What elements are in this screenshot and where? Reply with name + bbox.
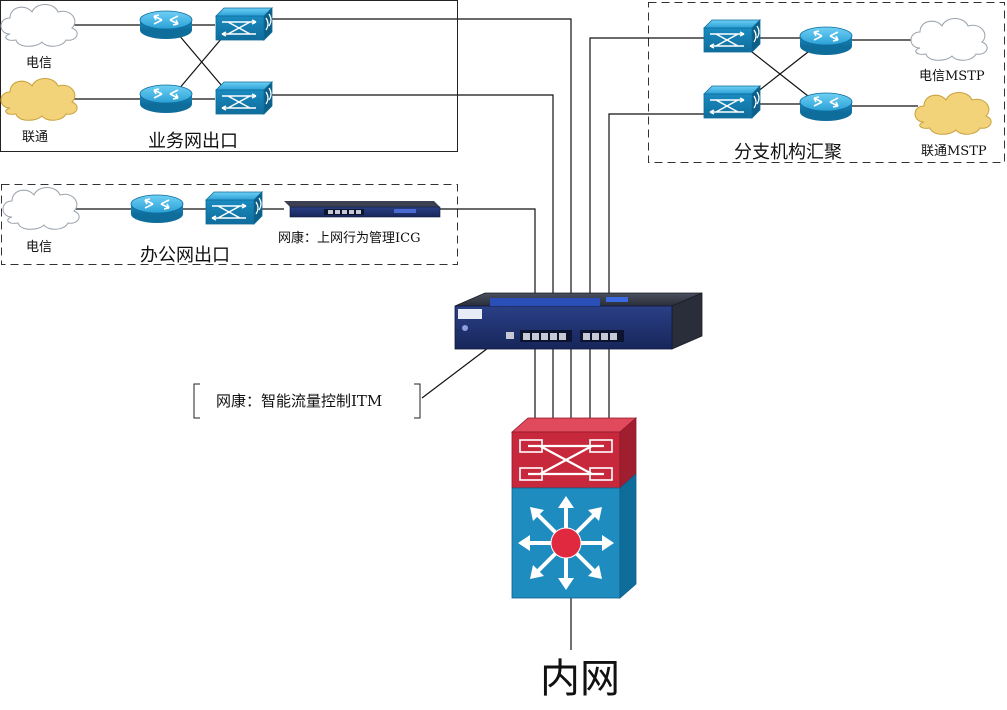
business-zone-border <box>0 0 458 152</box>
office-zone: 电信 网康：上网行为管理ICG 办公网出口 <box>1 184 458 266</box>
cloud-icon-branch-unicom <box>914 92 992 135</box>
switch-icon-business-bottom <box>215 81 273 115</box>
office-zone-border <box>1 184 458 265</box>
business-cloud-bottom-label: 联通 <box>22 130 48 145</box>
itm-appliance-icon <box>454 292 703 350</box>
router-icon-business-top <box>139 10 193 40</box>
router-icon-business-bottom <box>139 84 193 114</box>
icg-device-label: 网康：上网行为管理ICG <box>278 230 420 246</box>
branch-zone-border <box>648 2 1005 163</box>
itm-callout: 网康：智能流量控制ITM <box>193 383 421 419</box>
router-icon-branch-bottom <box>799 92 853 122</box>
office-cloud-label: 电信 <box>26 240 52 255</box>
branch-cloud-bottom-label: 联通MSTP <box>921 144 987 159</box>
cloud-icon-unicom <box>0 78 78 121</box>
switch-icon-office <box>205 191 263 225</box>
office-zone-title: 办公网出口 <box>140 245 230 266</box>
switch-icon-branch-top <box>703 19 761 53</box>
intranet-label: 内网 <box>540 656 620 702</box>
business-cloud-top-label: 电信 <box>26 56 52 71</box>
itm-device-label: 网康：智能流量控制ITM <box>216 392 382 410</box>
switch-icon-business-top <box>215 7 273 41</box>
business-zone: 电信 联通 业务网出口 <box>0 0 458 152</box>
branch-zone-title: 分支机构汇聚 <box>734 142 842 163</box>
cloud-icon-office-telecom <box>2 187 80 230</box>
branch-zone: 电信MSTP 联通MSTP 分支机构汇聚 <box>648 2 1005 163</box>
router-icon-branch-top <box>799 26 853 56</box>
cloud-icon-branch-telecom <box>910 18 988 61</box>
icg-appliance-icon <box>283 200 441 218</box>
branch-cloud-top-label: 电信MSTP <box>919 69 985 84</box>
business-zone-title: 业务网出口 <box>148 131 238 152</box>
cloud-icon-telecom <box>0 4 78 47</box>
switch-icon-branch-bottom <box>703 85 761 119</box>
core-switch-icon <box>510 417 638 599</box>
router-icon-office <box>130 194 184 224</box>
connection-lines <box>74 18 918 650</box>
